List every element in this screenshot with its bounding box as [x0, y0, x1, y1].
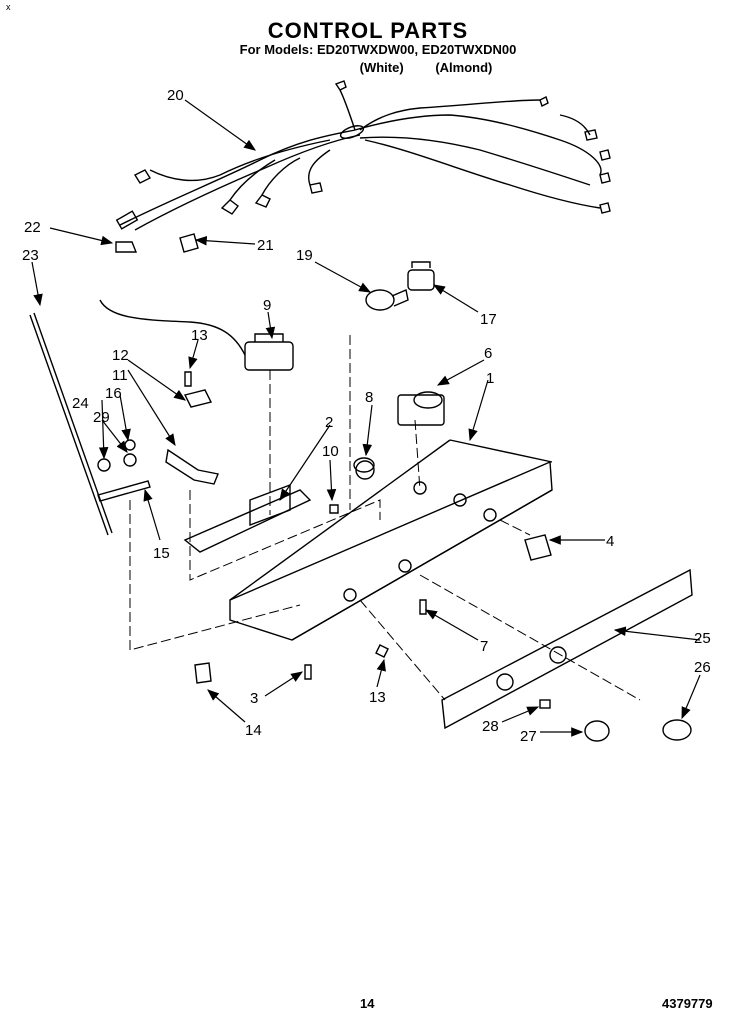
callout-15: 15 [153, 545, 170, 562]
bracket-12-part [183, 389, 213, 408]
knob-26-part [662, 719, 692, 741]
callout-22: 22 [24, 219, 41, 236]
color-variants: (White) (Almond) [58, 60, 736, 75]
leader-lines [31, 99, 701, 737]
clip-21-part [179, 233, 199, 253]
washer-29-part [123, 453, 137, 467]
corner-mark: x [6, 2, 11, 12]
callout-14: 14 [245, 722, 262, 739]
lamp-socket-part [407, 261, 435, 291]
callout-6: 6 [484, 345, 492, 362]
document-number: 4379779 [662, 996, 713, 1011]
callout-9: 9 [263, 297, 271, 314]
bracket-14-part [194, 662, 212, 684]
lamp-bulb-part [365, 289, 409, 311]
variant-white: (White) [359, 60, 404, 75]
shaft-11-part [165, 448, 219, 485]
callout-3: 3 [250, 690, 258, 707]
callout-29: 29 [93, 409, 110, 426]
callout-26: 26 [694, 659, 711, 676]
callout-23: 23 [22, 247, 39, 264]
page-number: 14 [360, 996, 375, 1011]
callout-19: 19 [296, 247, 313, 264]
callout-28: 28 [482, 718, 499, 735]
callout-1: 1 [486, 370, 494, 387]
knob-27-part [584, 720, 610, 742]
screw-10-part [329, 504, 339, 514]
callout-7: 7 [480, 638, 488, 655]
front-panel-part [441, 568, 693, 730]
thermostat-part [244, 333, 294, 371]
callout-25: 25 [694, 630, 711, 647]
clip-22-part [115, 241, 138, 253]
link-15-part [97, 480, 151, 502]
callout-24: 24 [72, 395, 89, 412]
callout-4: 4 [606, 533, 614, 550]
callout-20: 20 [167, 87, 184, 104]
part-callout-labels: 20 22 21 23 19 17 9 13 12 11 16 24 29 6 … [22, 87, 711, 745]
washer-24-part [97, 458, 111, 472]
alignment-lines [129, 335, 641, 701]
capillary-tube-part [99, 299, 246, 356]
clip-4-part [524, 534, 552, 561]
grommet-8-part [353, 457, 375, 473]
screw-7-part [419, 599, 427, 615]
callout-17: 17 [480, 311, 497, 328]
clip-28-part [539, 699, 551, 709]
control-housing-part [229, 439, 553, 641]
variant-almond: (Almond) [435, 60, 493, 75]
callout-11: 11 [112, 367, 128, 384]
rod-23-part [29, 314, 109, 536]
callout-10: 10 [322, 443, 339, 460]
screw-13-upper-part [184, 371, 192, 387]
screw-13-lower-part [375, 644, 389, 658]
callout-16: 16 [105, 385, 122, 402]
nut-16-part [124, 439, 136, 451]
wire-harness-part [115, 80, 611, 231]
callout-12: 12 [112, 347, 129, 364]
callout-13-lower: 13 [369, 689, 386, 706]
callout-21: 21 [257, 237, 274, 254]
callout-2: 2 [325, 414, 333, 431]
diagram-title: CONTROL PARTS [267, 18, 469, 43]
callout-8: 8 [365, 389, 373, 406]
callout-13-upper: 13 [191, 327, 208, 344]
defrost-timer-part [397, 391, 445, 426]
screw-3-part [304, 664, 312, 680]
callout-27: 27 [520, 728, 537, 745]
model-numbers: For Models: ED20TWXDW00, ED20TWXDN00 [239, 42, 517, 57]
bracket-2-part [183, 489, 312, 553]
